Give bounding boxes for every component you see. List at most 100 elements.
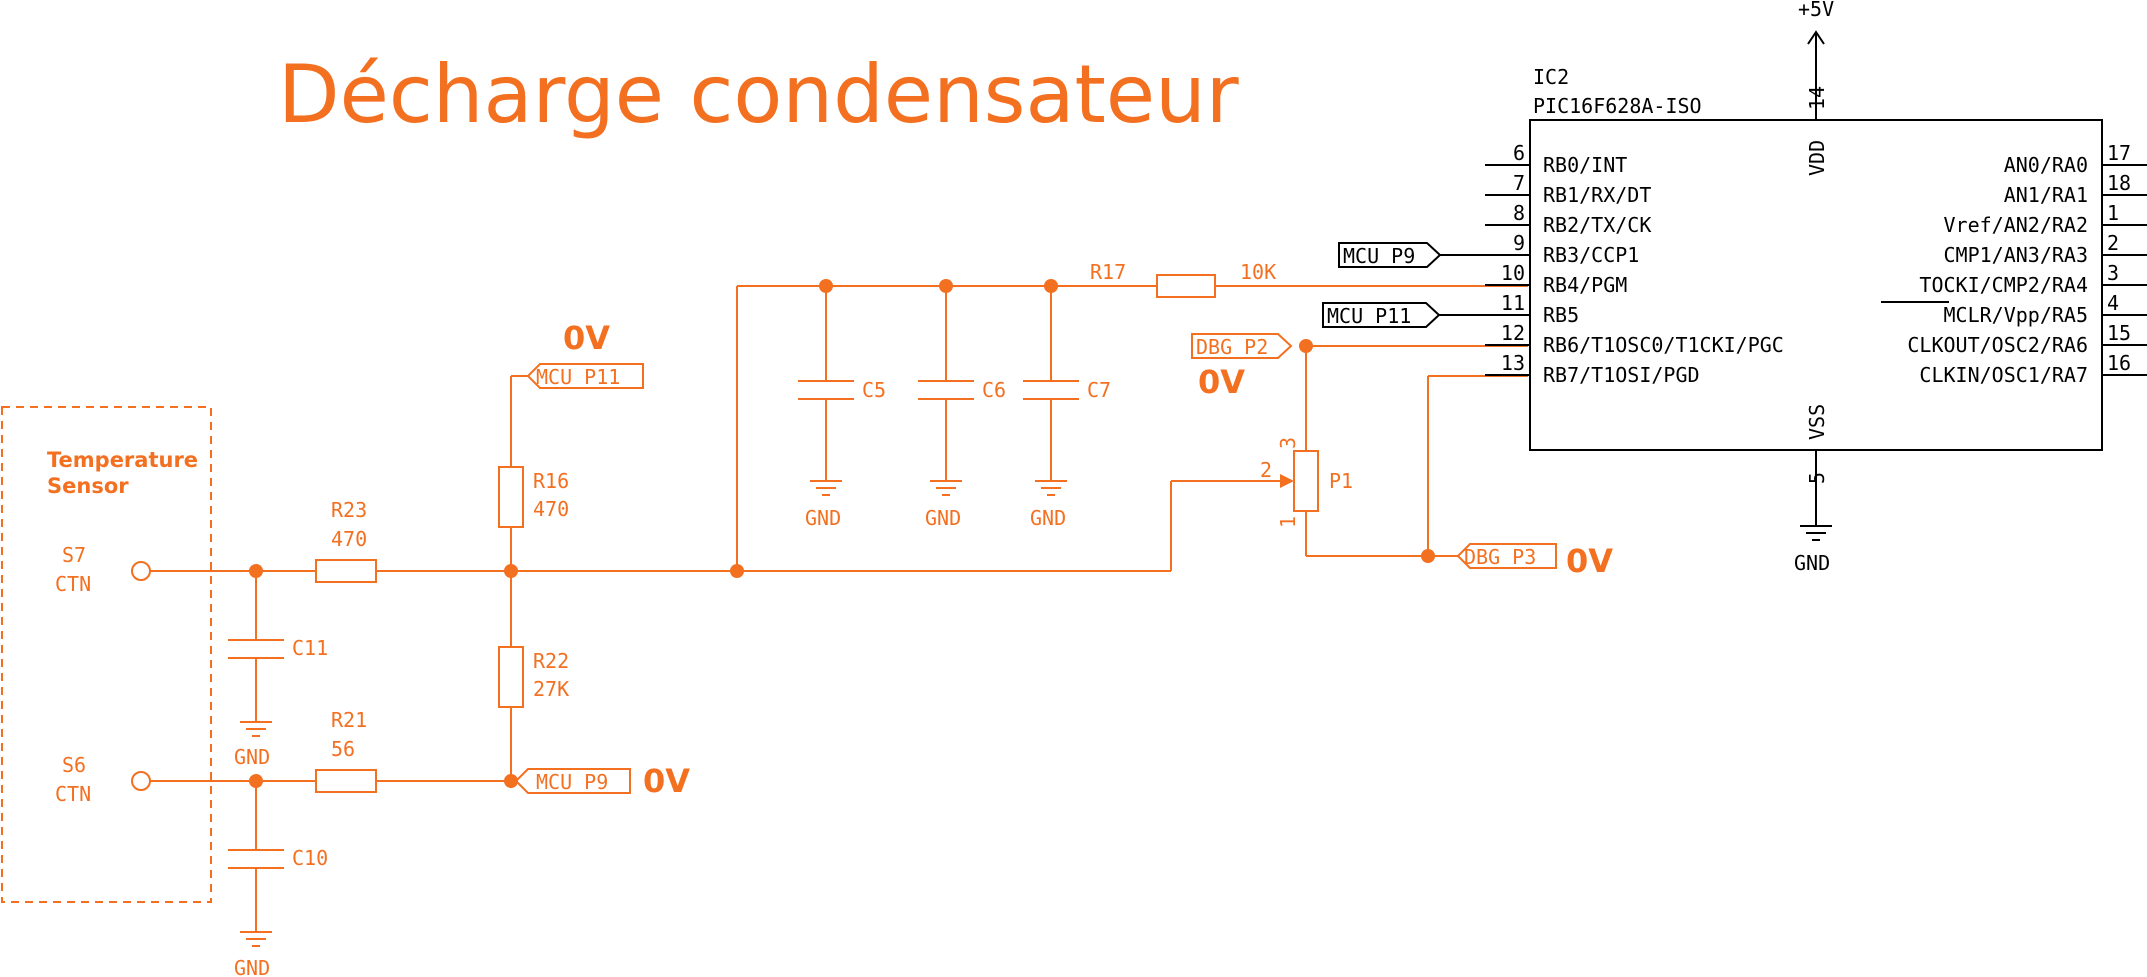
svg-text:C10: C10 — [292, 846, 328, 870]
gnd-c10: GND — [234, 956, 270, 977]
svg-text:MCU_P9: MCU_P9 — [1343, 244, 1415, 268]
capacitor-c10: C10 — [228, 846, 328, 870]
ic-right-pin-name: TOCKI/CMP2/RA4 — [1919, 273, 2088, 297]
ic-right-pin-number: 1 — [2107, 201, 2119, 225]
net-label-mcu-p11-orange: MCU_P11 0V — [526, 319, 644, 389]
ic-left-pin-name: RB4/PGM — [1543, 273, 1627, 297]
ic-right-pin-name: AN0/RA0 — [2004, 153, 2088, 177]
svg-text:VDD: VDD — [1805, 140, 1829, 176]
gnd-c7: GND — [1030, 506, 1066, 530]
svg-text:VSS: VSS — [1805, 404, 1829, 440]
capacitor-c6: C6 — [918, 378, 1006, 402]
svg-text:MCU_P11: MCU_P11 — [1327, 304, 1411, 328]
svg-text:470: 470 — [331, 527, 367, 551]
s7-label: S7 — [62, 543, 86, 567]
ic-left-pin-number: 11 — [1501, 291, 1525, 315]
svg-text:0V: 0V — [563, 319, 610, 357]
svg-text:470: 470 — [533, 497, 569, 521]
ic-left-pin-number: 9 — [1513, 231, 1525, 255]
svg-text:C7: C7 — [1087, 378, 1111, 402]
svg-text:2: 2 — [1260, 458, 1272, 482]
svg-text:0V: 0V — [643, 762, 690, 800]
ic-right-pin-number: 16 — [2107, 351, 2131, 375]
svg-text:DBG_P2: DBG_P2 — [1196, 335, 1268, 359]
svg-text:R21: R21 — [331, 708, 367, 732]
svg-text:C6: C6 — [982, 378, 1006, 402]
svg-text:10K: 10K — [1240, 260, 1276, 284]
ic-left-pin-name: RB3/CCP1 — [1543, 243, 1639, 267]
svg-text:C5: C5 — [862, 378, 886, 402]
s6-terminal — [131, 771, 151, 791]
ic-right-pin-name: CMP1/AN3/RA3 — [1944, 243, 2089, 267]
ic-right-pin-number: 15 — [2107, 321, 2131, 345]
ic-left-pin-name: RB2/TX/CK — [1543, 213, 1651, 237]
ic-right-pin-name: MCLR/Vpp/RA5 — [1944, 303, 2089, 327]
ic-part: PIC16F628A-ISO — [1533, 94, 1702, 118]
ic-left-pin-number: 13 — [1501, 351, 1525, 375]
svg-text:DBG_P3: DBG_P3 — [1464, 545, 1536, 569]
junctions — [249, 279, 1435, 788]
ic-left-pin-number: 8 — [1513, 201, 1525, 225]
svg-text:56: 56 — [331, 737, 355, 761]
svg-text:GND: GND — [1794, 551, 1830, 575]
ic-right-pin-number: 4 — [2107, 291, 2119, 315]
svg-text:R23: R23 — [331, 498, 367, 522]
wires — [150, 285, 1528, 932]
gnd-c5: GND — [805, 506, 841, 530]
resistor-r22: R22 27K — [498, 646, 569, 708]
svg-text:27K: 27K — [533, 677, 569, 701]
svg-text:0V: 0V — [1566, 542, 1613, 580]
gnd-c6: GND — [925, 506, 961, 530]
ic-right-pin-number: 2 — [2107, 231, 2119, 255]
s6-sub: CTN — [55, 782, 91, 806]
resistor-r17: R17 10K — [1090, 260, 1276, 298]
svg-text:R16: R16 — [533, 469, 569, 493]
ic-left-pin-number: 6 — [1513, 141, 1525, 165]
svg-text:14: 14 — [1805, 86, 1829, 110]
page-title: Décharge condensateur — [278, 48, 1239, 141]
temperature-sensor-block: Temperature Sensor S7 CTN S6 CTN — [1, 406, 212, 903]
svg-text:C11: C11 — [292, 636, 328, 660]
ic-left-pin-name: RB6/T1OSC0/T1CKI/PGC — [1543, 333, 1784, 357]
s6-label: S6 — [62, 753, 86, 777]
net-label-dbg-p2: DBG_P2 0V — [1191, 333, 1293, 401]
ic-left-pin-number: 7 — [1513, 171, 1525, 195]
svg-text:5: 5 — [1805, 472, 1829, 484]
potentiometer-p1: P1 2 3 1 — [1260, 437, 1353, 528]
ic-right-pin-number: 18 — [2107, 171, 2131, 195]
ic-left-pin-number: 10 — [1501, 261, 1525, 285]
svg-text:1: 1 — [1276, 516, 1300, 528]
svg-text:3: 3 — [1276, 437, 1300, 449]
svg-text:MCU_P11: MCU_P11 — [536, 365, 620, 389]
net-label-dbg-p3: DBG_P3 0V — [1456, 542, 1613, 580]
svg-text:R17: R17 — [1090, 260, 1126, 284]
ic-left-pin-name: RB0/INT — [1543, 153, 1627, 177]
sensor-label-line1: Temperature — [47, 448, 198, 472]
net-label-mcu-p9-orange: MCU_P9 0V — [514, 762, 690, 800]
capacitor-c11: C11 — [228, 636, 328, 660]
gnd-c11: GND — [234, 745, 270, 769]
svg-text:+5V: +5V — [1798, 0, 1834, 21]
svg-text:R22: R22 — [533, 649, 569, 673]
s7-terminal — [131, 561, 151, 581]
resistor-r16: R16 470 — [498, 466, 569, 528]
ic-right-pin-name: CLKIN/OSC1/RA7 — [1919, 363, 2088, 387]
ic-right-pin-name: Vref/AN2/RA2 — [1944, 213, 2089, 237]
svg-text:0V: 0V — [1198, 363, 1245, 401]
ic-right-pin-number: 3 — [2107, 261, 2119, 285]
svg-text:MCU_P9: MCU_P9 — [536, 770, 608, 794]
ground-symbols — [240, 480, 1067, 947]
ic-right-pin-number: 17 — [2107, 141, 2131, 165]
ic-left-pin-name: RB5 — [1543, 303, 1579, 327]
capacitor-c5: C5 — [798, 378, 886, 402]
ic-ref: IC2 — [1533, 65, 1569, 89]
svg-text:P1: P1 — [1329, 469, 1353, 493]
net-label-mcu-p11-black: MCU_P11 — [1322, 302, 1528, 328]
ic-left-pin-number: 12 — [1501, 321, 1525, 345]
s7-sub: CTN — [55, 572, 91, 596]
resistor-r23: R23 470 — [315, 498, 377, 583]
ic-right-pin-name: AN1/RA1 — [2004, 183, 2088, 207]
ic-left-pin-name: RB1/RX/DT — [1543, 183, 1651, 207]
